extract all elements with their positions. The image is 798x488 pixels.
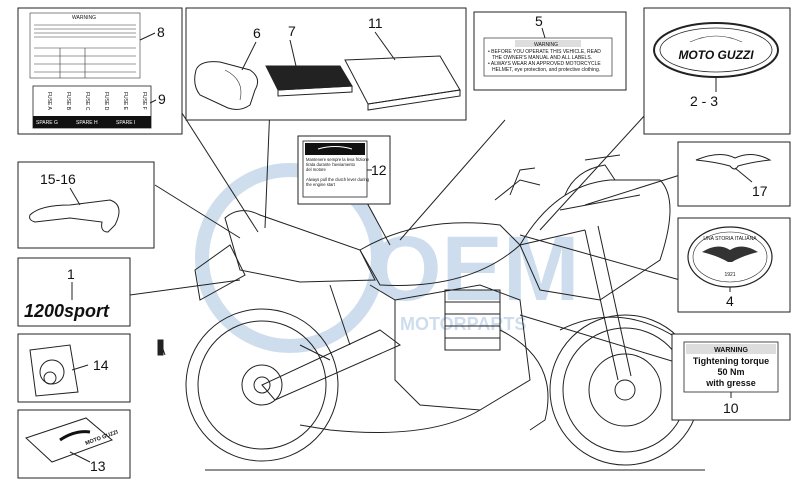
part-number-9: 9 — [158, 91, 166, 107]
part-box-10: WARNING Tightening torque 50 Nm with gre… — [671, 333, 791, 421]
part-box-6-7-11: 6 7 11 — [185, 7, 467, 121]
label10-line-1: Tightening torque — [693, 356, 769, 366]
part-number-11: 11 — [368, 15, 383, 31]
leader-lines — [129, 104, 686, 366]
fuse-d: FUSE D — [103, 92, 109, 111]
part-box-17: 17 — [677, 141, 791, 207]
spare-i: SPARE I — [116, 120, 135, 126]
part-box-13: MOTO GUZZI 13 — [17, 409, 131, 479]
label12-line-1: Mantenere sempre la leva frizione — [306, 157, 370, 162]
part-number-12: 12 — [371, 162, 387, 178]
part-number-5: 5 — [535, 13, 543, 29]
part-number-17: 17 — [752, 183, 768, 199]
label5-line-4: HELMET, eye protection, and protective c… — [492, 67, 600, 73]
part-box-12: Mantenere sempre la leva frizione tirata… — [297, 135, 391, 205]
part-box-8-9: WARNING FUSE A FUSE B FUSE C FUSE D FUSE… — [17, 7, 183, 135]
label12-line-2: tirata durante l'avviamento — [306, 162, 356, 167]
label10-title: WARNING — [714, 347, 748, 354]
label12-line-4: Always pull the clutch lever during — [306, 177, 370, 182]
watermark: OEM MOTORPARTS — [195, 163, 580, 353]
part-box-14: 14 — [17, 333, 131, 403]
label12-line-3: del motore — [306, 167, 326, 172]
part-number-15-16: 15-16 — [40, 171, 76, 187]
label5-line-1: • BEFORE YOU OPERATE THIS VEHICLE, READ — [488, 49, 601, 55]
fuse-warning-title: WARNING — [72, 15, 96, 21]
label10-line-3: with gresse — [705, 378, 756, 388]
part-number-8: 8 — [157, 24, 165, 40]
part-number-4: 4 — [726, 293, 734, 309]
part-number-7: 7 — [288, 23, 296, 39]
fuse-a: FUSE A — [46, 92, 52, 110]
part-box-1: 1 1200sport — [17, 257, 131, 327]
part-number-2-3: 2 - 3 — [690, 93, 718, 109]
label5-line-3: • ALWAYS WEAR AN APPROVED MOTORCYCLE — [488, 61, 601, 67]
part-box-5: WARNING • BEFORE YOU OPERATE THIS VEHICL… — [473, 11, 627, 91]
part-number-14: 14 — [93, 357, 109, 373]
part-box-15-16: 15-16 — [17, 161, 155, 249]
fuse-labels: FUSE A FUSE B FUSE C FUSE D FUSE E FUSE … — [46, 92, 147, 111]
watermark-sub: MOTORPARTS — [400, 314, 526, 334]
fuse-f: FUSE F — [141, 92, 147, 110]
label12-line-5: the engine start — [306, 182, 336, 187]
model-logo-text: 1200sport — [24, 301, 110, 321]
brand-logo-text: MOTO GUZZI — [678, 48, 754, 62]
badge-text: UNA STORIA ITALIANA — [703, 236, 757, 242]
watermark-main: OEM — [370, 218, 580, 320]
part-box-4: UNA STORIA ITALIANA 1921 4 — [677, 217, 791, 313]
motorcycle-drawing — [157, 164, 705, 471]
spare-g: SPARE G — [36, 120, 58, 126]
part-number-6: 6 — [253, 25, 261, 41]
spare-h: SPARE H — [76, 120, 98, 126]
fuse-c: FUSE C — [84, 92, 90, 111]
part-number-1: 1 — [67, 266, 75, 282]
badge-year: 1921 — [724, 272, 735, 278]
fuse-b: FUSE B — [65, 92, 71, 111]
part-box-2-3: MOTO GUZZI 2 - 3 — [643, 7, 791, 135]
label5-title: WARNING — [534, 42, 558, 48]
label5-line-2: THE OWNER'S MANUAL AND ALL LABELS. — [492, 55, 592, 61]
label10-line-2: 50 Nm — [717, 367, 744, 377]
part-number-13: 13 — [90, 458, 106, 474]
fuse-e: FUSE E — [122, 92, 128, 111]
part-number-10: 10 — [723, 400, 739, 416]
